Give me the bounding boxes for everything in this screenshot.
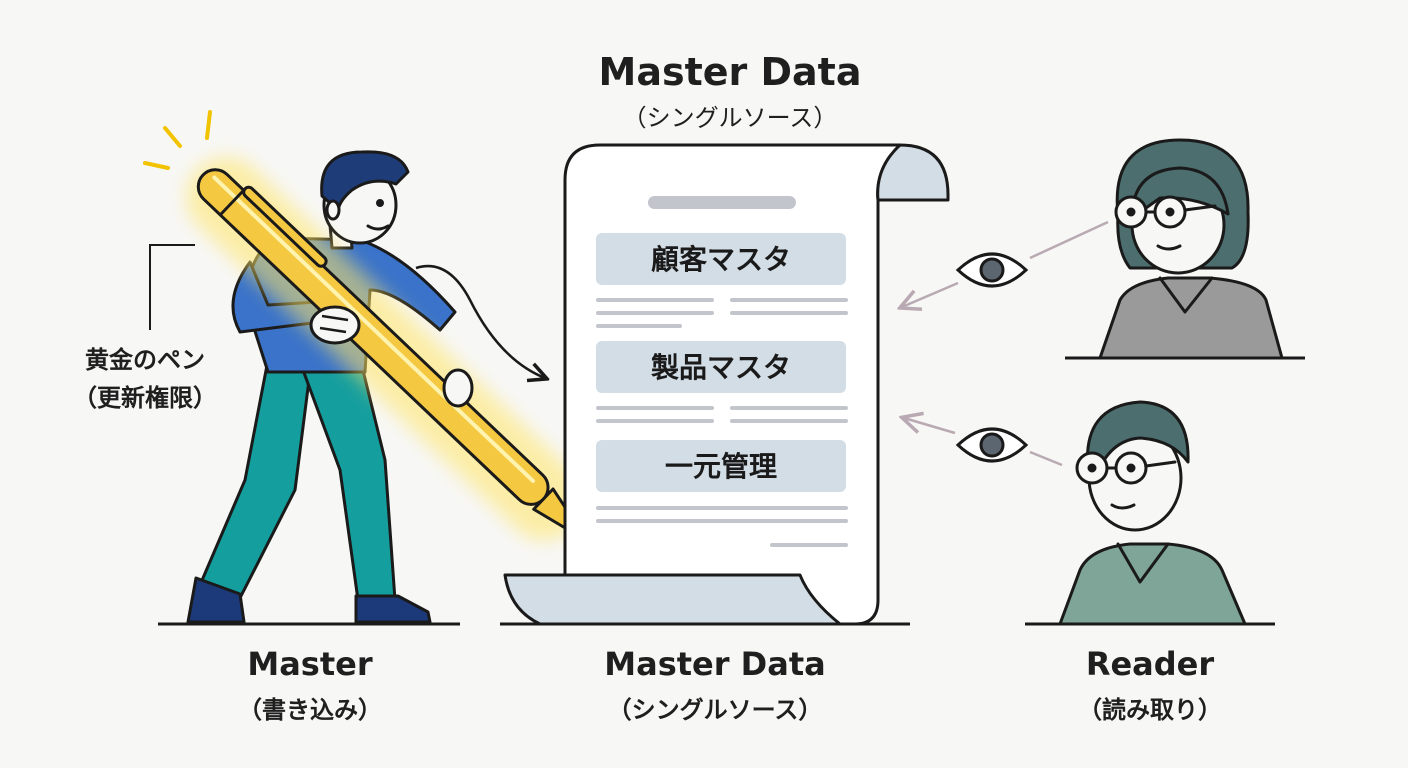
diagram-subtitle: （シングルソース） xyxy=(622,104,838,132)
caption-reader: Reader xyxy=(1085,645,1215,683)
pen-label-bracket xyxy=(149,244,195,330)
doc-item-customer: 顧客マスタ xyxy=(651,243,791,276)
document-boxes xyxy=(596,233,846,492)
doc-item-product: 製品マスタ xyxy=(651,351,791,384)
caption-data-sub: （シングルソース） xyxy=(607,696,823,724)
diagram-title: Master Data xyxy=(598,50,862,94)
reader-top-figure xyxy=(1098,138,1284,360)
pen-label-line1: 黄金のペン xyxy=(85,346,205,374)
caption-reader-sub: （読み取り） xyxy=(1078,696,1222,724)
caption-master-sub: （書き込み） xyxy=(238,696,382,724)
gaze-arrow-top xyxy=(902,281,959,307)
pen-label-line2: （更新権限） xyxy=(73,384,217,412)
doc-item-unified: 一元管理 xyxy=(665,450,777,483)
gaze-line-bottom xyxy=(1029,450,1063,467)
eye-icon xyxy=(955,252,1029,288)
sparkle-icon xyxy=(143,110,212,170)
caption-data: Master Data xyxy=(604,645,826,683)
reader-bottom-figure xyxy=(1058,400,1247,626)
document-header-bar xyxy=(648,196,796,209)
document-lines xyxy=(596,298,848,547)
caption-master: Master xyxy=(247,645,373,683)
gaze-arrow-bottom xyxy=(904,418,956,435)
golden-pen xyxy=(186,157,585,541)
arrow-icon xyxy=(415,264,545,378)
eye-icon xyxy=(955,427,1029,463)
gaze-line-top xyxy=(1029,220,1109,260)
